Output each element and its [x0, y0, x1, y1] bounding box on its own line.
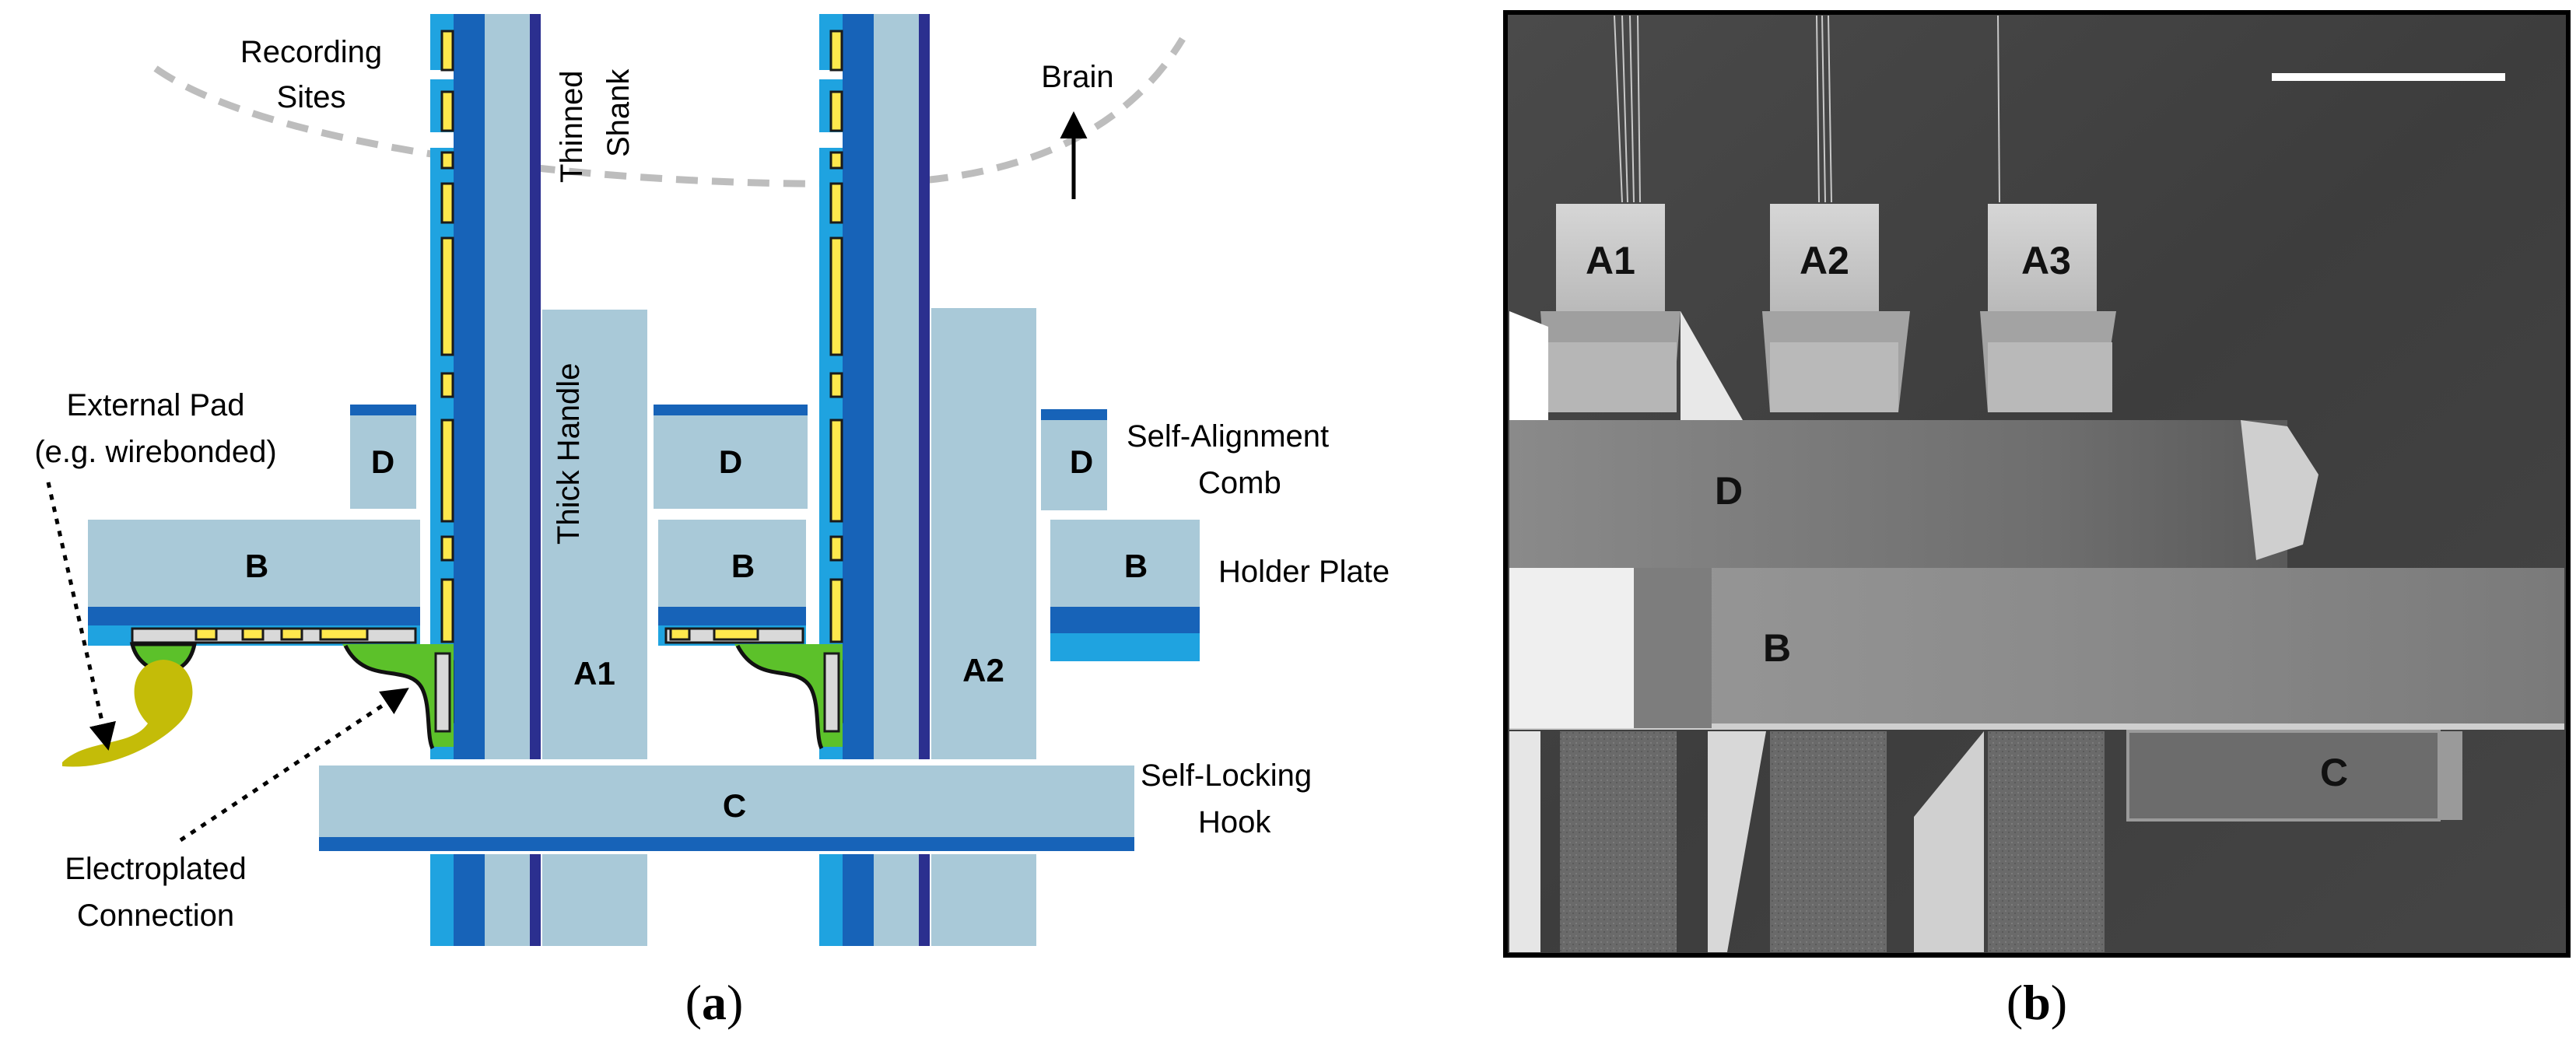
comb-d-right	[1041, 409, 1107, 510]
sem-block-a1	[1540, 204, 1681, 412]
panel-a-diagram: Recording Sites Thinned Shank Brain Exte…	[34, 14, 1390, 946]
sem-wires	[1614, 15, 2000, 203]
holder-plate-b-right	[1050, 520, 1200, 661]
a2-thick-handle	[931, 308, 1036, 759]
comb-d-middle	[654, 405, 808, 509]
panel-b-sem-image: A1 A2 A3 D B C	[1503, 10, 2571, 958]
electroplated-connection-a2	[734, 644, 843, 750]
sem-plate-b-edge	[1509, 723, 2564, 730]
sem-block-a2	[1762, 204, 1910, 412]
sem-shank-3	[1988, 731, 2105, 952]
label-external-pad-line2: (e.g. wirebonded)	[34, 435, 276, 469]
part-label-a1: A1	[573, 655, 615, 692]
label-holder-plate: Holder Plate	[1218, 555, 1390, 589]
sem-fracture-d	[2241, 420, 2318, 560]
part-label-a2: A2	[962, 652, 1004, 688]
sem-label-a2: A2	[1800, 239, 1849, 282]
sem-wedge-left	[1509, 311, 1548, 420]
external-pad-wirebond	[62, 660, 193, 767]
part-label-d-right: D	[1070, 443, 1093, 480]
caption-b: (b)	[2006, 975, 2067, 1030]
caption-a: (a)	[685, 975, 744, 1030]
part-label-b-right: B	[1124, 548, 1148, 584]
label-thinned-shank-line1: Thinned	[555, 70, 589, 183]
sem-bright-left	[1509, 568, 1634, 728]
sem-bright-bottom-left	[1509, 731, 1540, 952]
sem-plate-d	[1509, 420, 2287, 568]
sem-dark-strip	[1634, 568, 1712, 728]
comb-d-left	[350, 405, 416, 509]
label-external-pad-line1: External Pad	[66, 388, 244, 422]
sem-hook-c	[2126, 730, 2441, 822]
hook-c	[319, 765, 1134, 851]
part-label-b-middle: B	[731, 548, 755, 584]
label-thinned-shank-line2: Shank	[601, 68, 636, 157]
sem-label-c: C	[2320, 751, 2348, 794]
electroplated-leader	[179, 688, 409, 843]
a1-shank-light	[485, 14, 530, 759]
sem-block-a3	[1980, 204, 2116, 412]
a2-recording-sites	[829, 30, 843, 723]
a1-handle-stub	[542, 854, 647, 946]
a2-shank-dark	[843, 14, 874, 759]
part-label-d-left: D	[371, 443, 394, 480]
sem-wedge-bottom	[1708, 731, 1766, 952]
sem-shank-2	[1770, 731, 1887, 952]
a1-recording-sites	[440, 30, 454, 723]
label-self-locking-line2: Hook	[1198, 805, 1271, 839]
sem-wedge-mid	[1681, 311, 1743, 420]
a2-stub-dark	[843, 854, 874, 946]
a2-shank-light	[874, 14, 919, 759]
sem-wedge-bottom2	[1914, 731, 1984, 952]
a2-handle-stub	[931, 854, 1036, 946]
a1-shank-navy	[530, 14, 541, 759]
label-electroplated-line1: Electroplated	[65, 852, 246, 886]
part-label-d-middle: D	[719, 443, 742, 480]
probe-a2	[819, 14, 1036, 946]
sem-label-b: B	[1763, 626, 1791, 670]
external-pad-leader	[46, 482, 116, 751]
label-self-alignment-line2: Comb	[1198, 466, 1281, 500]
probe-a1	[430, 14, 647, 946]
scale-bar	[2272, 73, 2505, 81]
a1-stub-navy	[530, 854, 541, 946]
label-electroplated-line2: Connection	[77, 899, 234, 933]
sem-label-a3: A3	[2021, 239, 2071, 282]
sem-label-a1: A1	[1586, 239, 1635, 282]
sem-label-d: D	[1715, 469, 1743, 513]
sem-hook-c-tip	[2439, 731, 2462, 820]
a2-stub-light	[874, 854, 919, 946]
a2-stub-blue	[819, 854, 843, 946]
a1-stub-dark	[454, 854, 485, 946]
label-brain: Brain	[1041, 60, 1113, 94]
brain-boundary	[153, 37, 1186, 187]
part-label-c: C	[723, 787, 746, 824]
a1-shank-dark	[454, 14, 485, 759]
a2-stub-navy	[919, 854, 930, 946]
label-self-alignment-line1: Self-Alignment	[1127, 419, 1329, 454]
a1-stub-light	[485, 854, 530, 946]
electroplated-connection-a1	[342, 644, 454, 750]
a2-shank-navy	[919, 14, 930, 759]
label-thick-handle: Thick Handle	[552, 363, 586, 545]
a1-thick-handle	[542, 310, 647, 759]
holder-plate-b-middle	[658, 520, 806, 646]
label-recording-sites-line1: Recording	[240, 35, 382, 69]
label-self-locking-line1: Self-Locking	[1141, 758, 1312, 793]
a1-stub-blue	[430, 854, 454, 946]
label-recording-sites-line2: Sites	[277, 80, 346, 114]
part-label-b-left: B	[245, 548, 268, 584]
sem-shank-1	[1560, 731, 1677, 952]
